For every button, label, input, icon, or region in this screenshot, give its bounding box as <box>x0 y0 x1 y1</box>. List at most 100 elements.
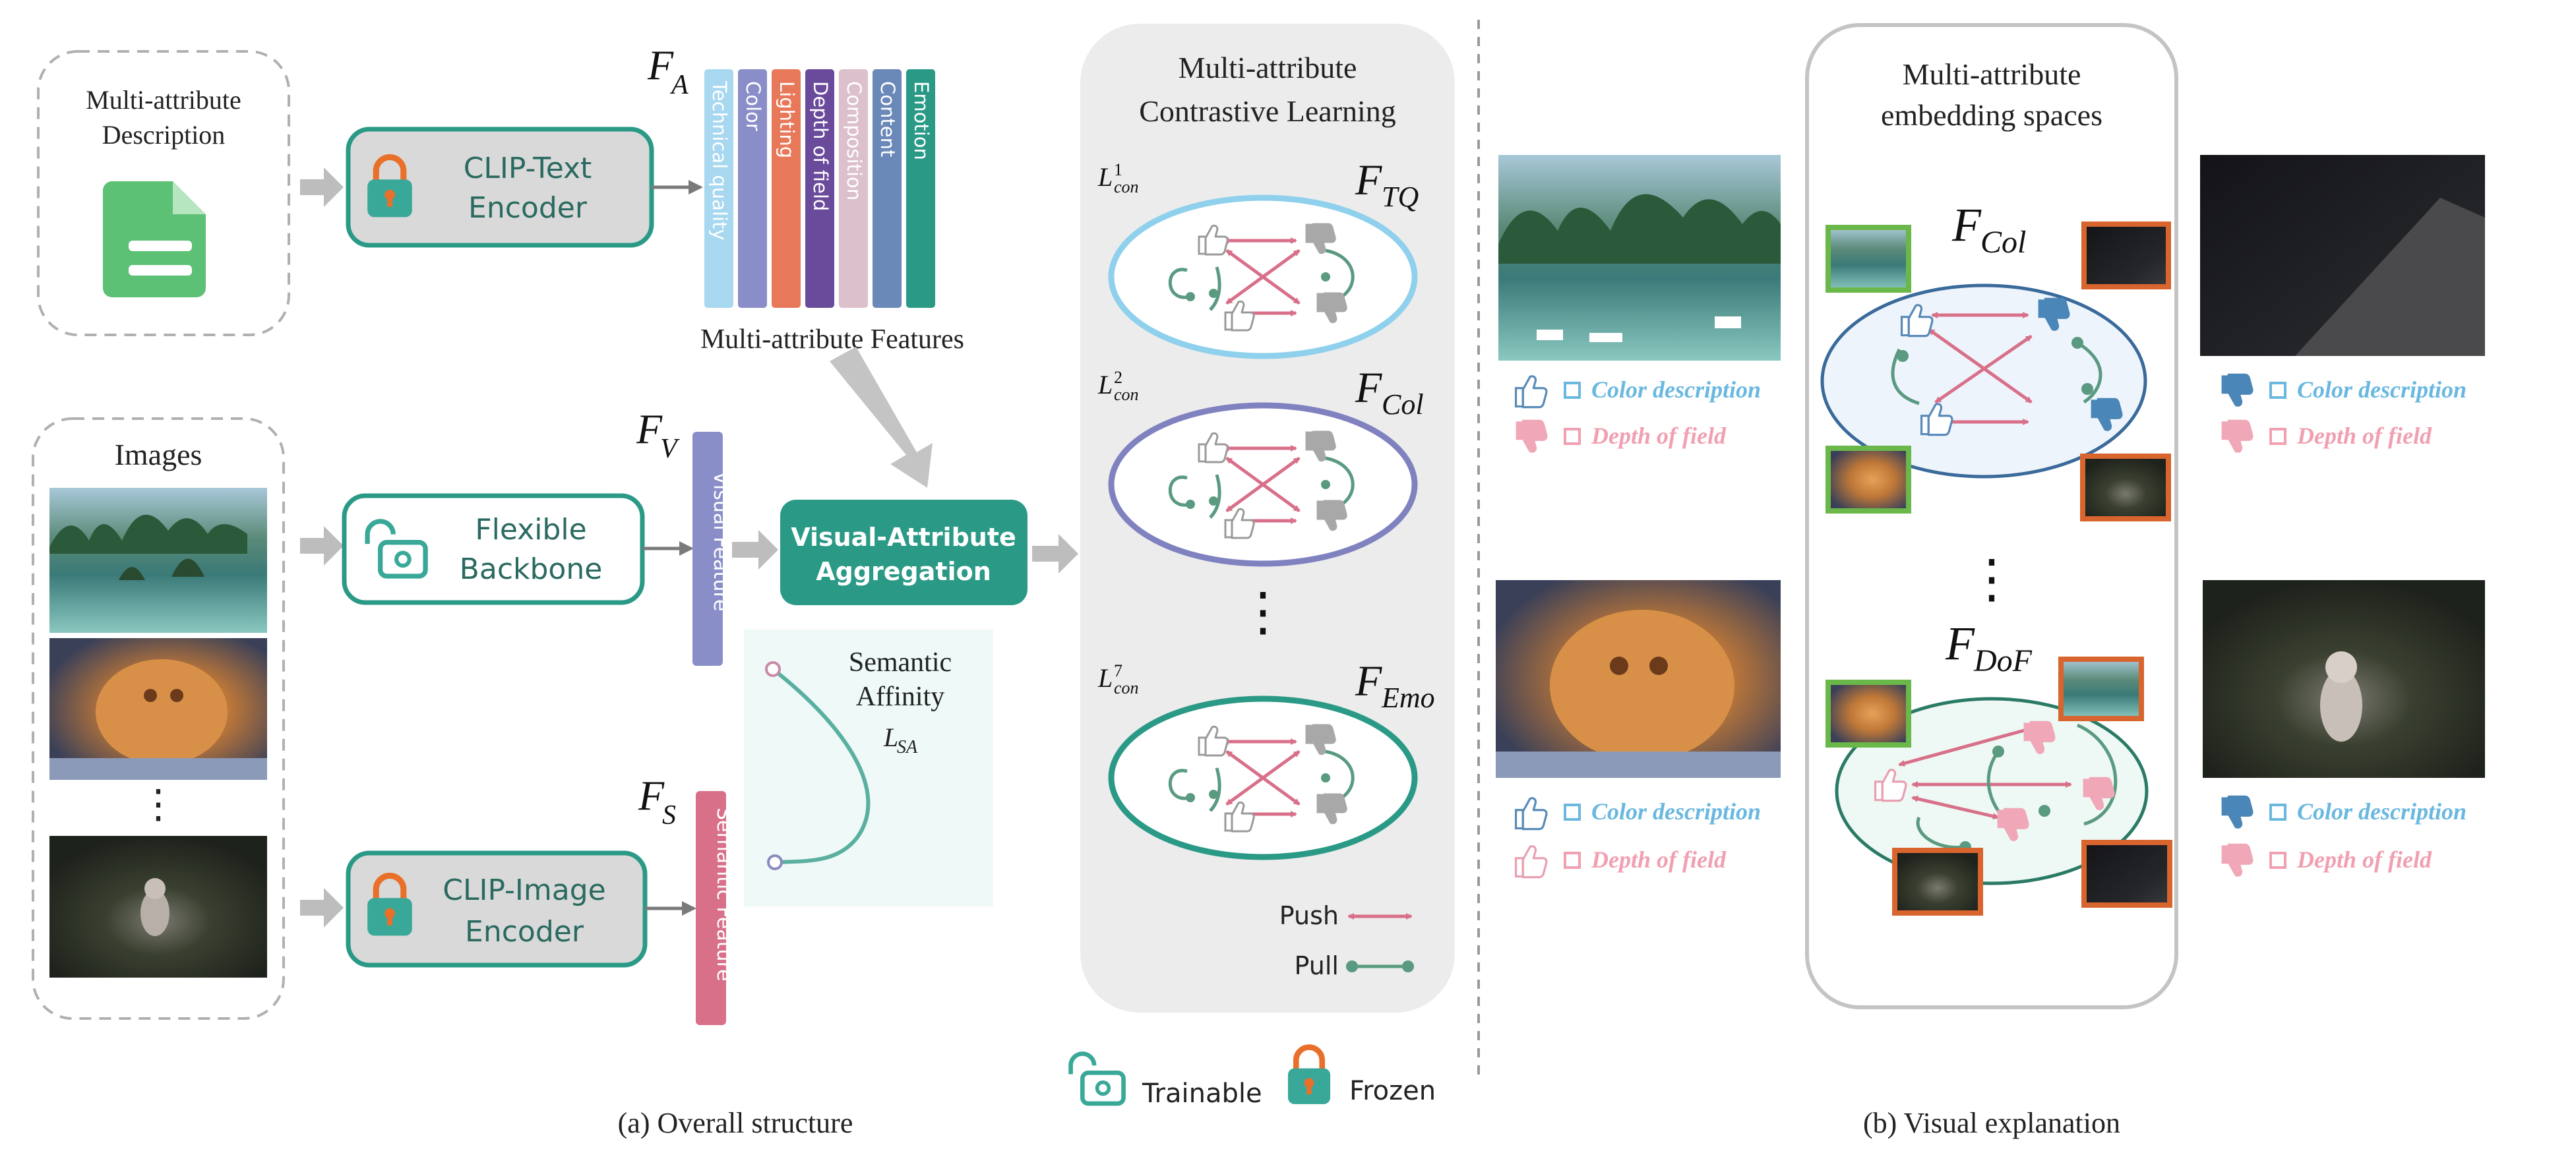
svg-text:Semantic: Semantic <box>849 647 952 678</box>
backbone-label-1: Flexible <box>475 513 586 546</box>
clip-text-encoder: CLIP-Text Encoder <box>346 127 654 248</box>
dislike-icon <box>1514 419 1548 453</box>
clip-image-label-2: Encoder <box>465 915 584 949</box>
explanation-label: Color description <box>1591 798 1761 825</box>
checkbox-icon <box>1564 428 1581 445</box>
encoder-output-arrows <box>642 180 703 916</box>
backbone-label-2: Backbone <box>460 552 603 586</box>
checkbox-icon <box>1564 382 1581 399</box>
attribute-bar <box>772 69 801 308</box>
multi-attribute-features-label: Multi-attribute Features <box>700 324 964 355</box>
dislike-icon <box>2220 795 2254 829</box>
fs-symbol: F S <box>638 772 676 831</box>
explanation-row: Depth of field <box>1514 419 1727 453</box>
flexible-backbone: Flexible Backbone <box>342 493 645 605</box>
explanation-label: Color description <box>2297 376 2467 403</box>
embedding-title-1: Multi-attribute <box>1903 57 2081 91</box>
attribute-bar-label: Depth of field <box>809 81 832 211</box>
attribute-bar-label: Emotion <box>910 81 933 160</box>
explanation-label: Depth of field <box>1591 846 1727 873</box>
svg-text:Col: Col <box>1980 225 2026 260</box>
attribute-bar-label: Content <box>876 81 899 157</box>
explanation-row: Depth of field <box>1514 845 1727 879</box>
svg-text:DoF: DoF <box>1973 643 2033 678</box>
features-to-aggregation-arrow <box>830 347 933 488</box>
contrastive-loss: L <box>1097 370 1113 399</box>
document-icon <box>103 181 206 297</box>
svg-text:F: F <box>1951 198 1982 251</box>
semantic-feature-label: Semantic Feature <box>712 808 735 982</box>
contrastive-loss-sub: con <box>1114 177 1139 196</box>
contrastive-loss-sub: con <box>1114 678 1139 697</box>
contrastive-loss-sup: 1 <box>1114 160 1122 179</box>
semantic-affinity-box: Semantic Affinity L SA <box>744 630 993 906</box>
pull-legend: Pull <box>1295 951 1414 980</box>
contrastive-space-sub: Emo <box>1381 682 1435 714</box>
contrastive-space-letter: F <box>1355 657 1382 705</box>
explanation-label: Depth of field <box>2296 423 2432 449</box>
embedding-title-2: embedding spaces <box>1881 98 2102 132</box>
contrastive-space-sub: Col <box>1382 388 1424 421</box>
frozen-icon <box>1288 1048 1330 1104</box>
svg-text:Pull: Pull <box>1295 951 1339 980</box>
like-icon <box>1514 845 1548 879</box>
attribute-bar-label: Technical quality <box>708 80 731 241</box>
attribute-bar <box>906 69 935 308</box>
input-image-night-cat <box>49 836 267 978</box>
svg-text:S: S <box>662 800 676 831</box>
images-ellipsis: ⋮ <box>138 782 178 826</box>
contrastive-ellipsis: ⋮ <box>1237 583 1289 641</box>
like-icon <box>1514 375 1548 409</box>
contrastive-space-sub: TQ <box>1382 181 1419 213</box>
fv-symbol: F V <box>636 405 680 464</box>
fa-symbol: F A <box>647 42 689 100</box>
embedding-space-dof: F DoF <box>1825 617 2172 916</box>
svg-text:SA: SA <box>897 737 918 757</box>
clip-image-label-1: CLIP-Image <box>443 873 605 907</box>
svg-text:F: F <box>1945 617 1975 670</box>
frozen-legend: Frozen <box>1288 1048 1436 1106</box>
explanation-row: Depth of field <box>2220 419 2432 453</box>
images-title: Images <box>115 438 202 471</box>
contrastive-space-letter: F <box>1355 364 1382 412</box>
svg-text:Aggregation: Aggregation <box>816 557 991 586</box>
push-legend: Push <box>1279 901 1413 930</box>
example-image-cat <box>1496 580 1781 778</box>
contrastive-loss: L <box>1097 162 1113 192</box>
clip-image-encoder: CLIP-Image Encoder <box>346 850 648 968</box>
attribute-bar <box>839 69 868 308</box>
description-title-1: Multi-attribute <box>86 85 241 115</box>
caption-overall: (a) Overall structure <box>618 1107 853 1139</box>
like-icon <box>1514 797 1548 831</box>
attribute-bar-label: Composition <box>843 81 865 200</box>
clip-text-label-1: CLIP-Text <box>464 152 592 185</box>
svg-text:F: F <box>647 42 674 88</box>
caption-visual: (b) Visual explanation <box>1863 1107 2120 1139</box>
visual-feature-bar <box>692 432 723 666</box>
semantic-feature-bar <box>696 791 726 1025</box>
svg-text:F: F <box>636 405 663 452</box>
dislike-icon <box>2220 419 2254 453</box>
embedding-ellipsis: ⋮ <box>1965 550 2018 608</box>
explanation-row: Color description <box>2220 373 2467 407</box>
contrastive-loss-sup: 2 <box>1114 368 1122 387</box>
svg-text:A: A <box>669 70 689 100</box>
input-image-cat <box>49 638 267 780</box>
example-image-night-scene <box>2200 155 2485 356</box>
fv-to-aggregation-arrow <box>732 530 778 570</box>
explanation-row: Color description <box>1514 375 1761 409</box>
checkbox-icon <box>2269 804 2286 821</box>
contrastive-loss-sub: con <box>1114 385 1139 404</box>
dislike-icon <box>2220 373 2254 407</box>
svg-text:V: V <box>660 434 680 464</box>
svg-text:Push: Push <box>1279 901 1339 930</box>
clip-text-label-2: Encoder <box>468 191 588 225</box>
trainable-legend: Trainable <box>1071 1053 1262 1109</box>
svg-text:F: F <box>638 772 665 819</box>
